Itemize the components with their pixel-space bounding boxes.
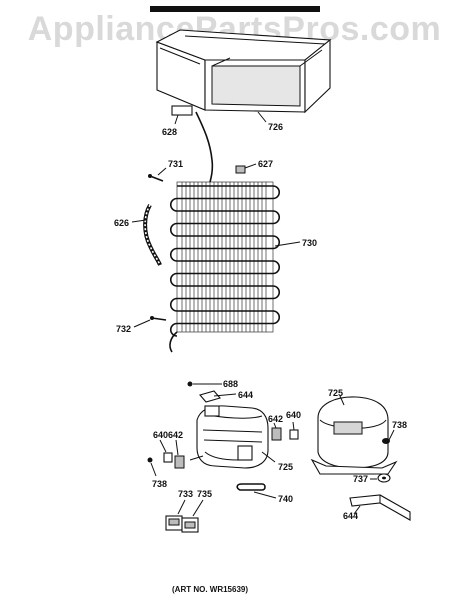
part-738-nut-left bbox=[147, 457, 157, 477]
part-640-sleeve-left bbox=[163, 452, 173, 463]
part-732-clip bbox=[133, 316, 167, 328]
part-628-bracket bbox=[171, 105, 193, 125]
part-627-clip bbox=[235, 163, 257, 174]
art-number: (ART NO. WR15639) bbox=[172, 585, 248, 594]
callout-725-compressor: 725 bbox=[328, 388, 343, 398]
part-642-grommet-right bbox=[271, 422, 282, 441]
callout-626: 626 bbox=[114, 218, 129, 228]
callout-644-base: 644 bbox=[343, 511, 358, 521]
callout-730: 730 bbox=[302, 238, 317, 248]
callout-627: 627 bbox=[258, 159, 273, 169]
refrigerant-line bbox=[195, 111, 214, 183]
callout-733: 733 bbox=[178, 489, 193, 499]
callout-628: 628 bbox=[162, 127, 177, 137]
part-725-compressor bbox=[310, 395, 398, 475]
title-bar bbox=[150, 6, 320, 12]
callout-725-left: 725 bbox=[278, 462, 293, 472]
callout-735: 735 bbox=[197, 489, 212, 499]
callout-688: 688 bbox=[223, 379, 238, 389]
callout-644-top: 644 bbox=[238, 390, 253, 400]
callout-732: 732 bbox=[116, 324, 131, 334]
callout-640-right: 640 bbox=[286, 410, 301, 420]
callout-738-right: 738 bbox=[392, 420, 407, 430]
part-688-screw bbox=[187, 381, 222, 387]
part-726-compartment bbox=[155, 29, 332, 114]
part-642-grommet-left bbox=[174, 455, 185, 469]
part-735-overload bbox=[181, 499, 204, 533]
callout-642-right: 642 bbox=[268, 414, 283, 424]
part-730-condenser bbox=[169, 181, 281, 353]
callout-726: 726 bbox=[268, 122, 283, 132]
part-740-clip bbox=[236, 483, 277, 499]
part-644-base-bracket bbox=[349, 494, 411, 521]
callout-642-left: 642 bbox=[168, 430, 183, 440]
callout-737: 737 bbox=[353, 474, 368, 484]
part-640-sleeve-right bbox=[289, 421, 299, 440]
part-626-drain-tube bbox=[131, 203, 162, 266]
callout-731: 731 bbox=[168, 159, 183, 169]
callout-740: 740 bbox=[278, 494, 293, 504]
part-731-clip bbox=[148, 167, 167, 182]
part-737-grommet bbox=[370, 473, 391, 483]
part-644-bracket-top bbox=[199, 390, 237, 403]
compressor-assembly-left bbox=[189, 405, 276, 469]
callout-640-left: 640 bbox=[153, 430, 168, 440]
callout-738-left: 738 bbox=[152, 479, 167, 489]
part-738-washer-right bbox=[382, 429, 395, 444]
